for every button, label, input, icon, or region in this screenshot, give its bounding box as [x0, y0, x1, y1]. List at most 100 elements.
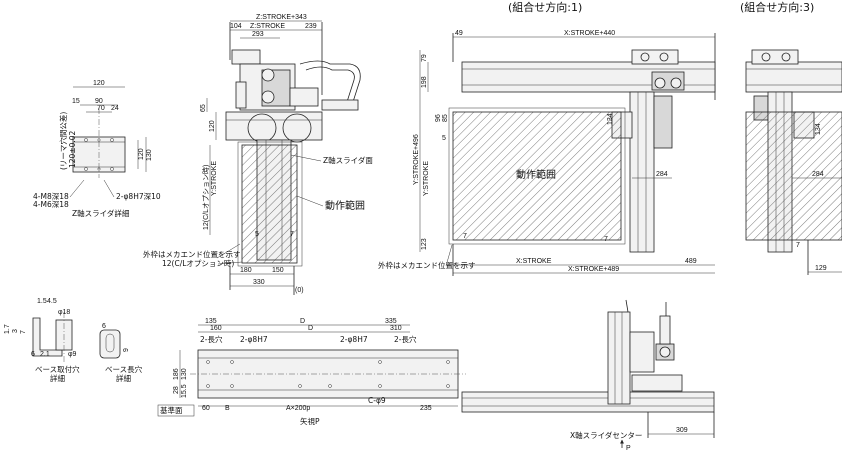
config3-view: 134 284 7 129 [745, 49, 842, 275]
bd-45: 4.5 [47, 298, 57, 305]
zv-120: 120 [209, 120, 216, 132]
zv-mech-end: 外枠はメカエンド位置を示す [143, 249, 241, 259]
c1-xs489: X:STROKE+489 [568, 266, 619, 273]
zd-15: 15 [72, 98, 80, 105]
bv-pin-l: 2-φ8H7 [240, 335, 268, 344]
c1-284: 284 [656, 171, 668, 178]
z-axis-view: Z:STROKE+343 104 Z:STROKE 239 293 [143, 14, 373, 295]
config1-view: 49 X:STROKE+440 198 79 Y:STROKE+496 Y:ST… [378, 30, 716, 276]
zd-90: 90 [95, 98, 103, 105]
c3-7: 7 [796, 242, 800, 249]
c1-5: 5 [442, 135, 446, 142]
c3-134: 134 [815, 123, 822, 135]
side-view: X軸スライダセンター 309 P [461, 299, 715, 452]
zv-330: 330 [253, 279, 265, 286]
zv-range: 動作範囲 [325, 199, 365, 212]
zv-clo-12: 12(C/Lオプション時) [162, 259, 234, 268]
c3-129: 129 [815, 265, 827, 272]
c1-7b: 7 [604, 236, 608, 243]
bv-335: 335 [385, 318, 397, 325]
bd-hole: ベース取付穴 [35, 364, 80, 374]
c1-mech-end: 外枠はメカエンド位置を示す [378, 260, 476, 270]
c1-123: 123 [421, 238, 428, 250]
bd-15: 1.5 [37, 298, 47, 305]
bd-21: 2.1 [40, 351, 50, 358]
bv-235: 235 [420, 405, 432, 412]
bv-310: 310 [390, 325, 402, 332]
bd-6b: 6 [102, 323, 106, 330]
c1-7a: 7 [463, 233, 467, 240]
zd-m8: 4-M8深18 [33, 192, 69, 201]
c1-96: 96 [435, 114, 442, 122]
bd-18: φ18 [58, 309, 70, 316]
sv-x-center: X軸スライダセンター [570, 430, 642, 440]
bd-9b: 9 [123, 348, 130, 352]
c1-198: 198 [421, 76, 428, 88]
bv-D1: D [300, 318, 305, 325]
zd-title: Z軸スライダ詳細 [72, 208, 129, 218]
zd-ream-pitch: (リーマ穴間公差) [58, 112, 68, 170]
zv-5: 5 [255, 231, 259, 238]
zv-293: 293 [252, 31, 264, 38]
z-slider-detail: 120 90 15 70 24 120 130 (リーマ穴間公差) 120±0.… [33, 80, 161, 218]
bd-hole-sub: 詳細 [50, 373, 65, 383]
bv-60: 60 [202, 405, 210, 412]
c1-489: 489 [685, 258, 697, 265]
c1-134: 134 [607, 113, 614, 125]
bottom-view: 135 D 335 160 D 310 2-長穴 2-φ8H7 2-φ8H7 2… [157, 318, 466, 426]
bv-slot-l: 2-長穴 [200, 334, 223, 344]
bv-186: 186 [173, 368, 180, 380]
zv-180: 180 [240, 267, 252, 274]
zd-24: 24 [111, 105, 119, 112]
bd-6: 6 [31, 351, 35, 358]
bv-datum: 基準面 [160, 405, 183, 415]
zd-130: 130 [146, 149, 153, 161]
zd-120: 120 [93, 80, 105, 87]
zv-239: 239 [305, 23, 317, 30]
bv-155: 15.5 [181, 384, 188, 398]
bd-3: 3 [12, 329, 19, 333]
base-details: 1.5 4.5 φ18 1.7 3 7 6 2.1 φ9 ベース取付穴 詳細 6… [4, 298, 143, 383]
c1-ys496: Y:STROKE+496 [413, 134, 420, 185]
c3-284: 284 [812, 171, 824, 178]
bv-holes: C-φ9 [368, 396, 386, 405]
zv-150: 150 [272, 267, 284, 274]
zv-7: 7 [290, 231, 294, 238]
bd-17: 1.7 [4, 324, 11, 334]
zd-ream-val: 120±0.02 [68, 130, 77, 168]
sv-arrow-p: P [626, 445, 631, 452]
c1-79: 79 [421, 54, 428, 62]
c1-xs440: X:STROKE+440 [564, 30, 615, 37]
bv-slot-r: 2-長穴 [394, 334, 417, 344]
c1-85: 85 [442, 114, 449, 122]
zv-zstroke343: Z:STROKE+343 [256, 14, 307, 21]
bd-slot: ベース長穴 [105, 364, 143, 374]
bv-135: 135 [205, 318, 217, 325]
bv-B: B [225, 405, 230, 412]
zd-120r: 120 [138, 148, 145, 160]
c1-49: 49 [455, 30, 463, 37]
bv-D2: D [308, 325, 313, 332]
bv-130: 130 [181, 368, 188, 380]
bd-slot-sub: 詳細 [116, 373, 131, 383]
bd-7: 7 [20, 330, 27, 334]
zv-65: 65 [200, 104, 207, 112]
bv-pin-r: 2-φ8H7 [340, 335, 368, 344]
sv-309: 309 [676, 427, 688, 434]
zv-104: 104 [230, 23, 242, 30]
zd-70: 70 [97, 105, 105, 112]
c1-xs: X:STROKE [516, 258, 552, 265]
bd-9: φ9 [68, 351, 77, 358]
bv-pitch: A×200p [286, 405, 310, 412]
zv-clo: 12(C/Lオプション時) [202, 165, 210, 230]
zv-ystroke: Y:STROKE [211, 161, 218, 196]
zd-m6: 4-M6深18 [33, 200, 69, 209]
bv-160: 160 [210, 325, 222, 332]
bv-view-label: 矢視P [300, 416, 320, 426]
c1-range: 動作範囲 [516, 168, 556, 181]
zv-0: (0) [295, 287, 304, 294]
c1-ys: Y:STROKE [423, 161, 430, 196]
header-config1: (組合せ方向:1) [508, 0, 582, 14]
bv-28: 28 [173, 386, 180, 394]
